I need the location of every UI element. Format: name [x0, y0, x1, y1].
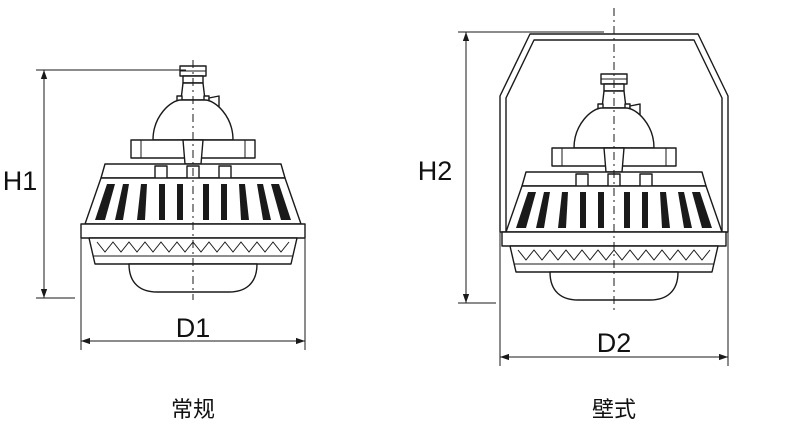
label-d2: D2: [597, 328, 632, 358]
label-d1: D1: [176, 313, 211, 343]
width-dimension-wall: D2: [499, 232, 729, 366]
width-dimension-regular: D1: [80, 230, 306, 350]
figure-wall: H2 D2 壁式: [418, 8, 729, 422]
caption-wall: 壁式: [592, 397, 636, 422]
label-h1: H1: [3, 166, 38, 196]
height-dimension-wall: H2: [418, 31, 604, 304]
caption-regular: 常规: [171, 397, 215, 422]
height-dimension-regular: H1: [3, 69, 186, 299]
figure-regular: H1 D1 常规: [3, 60, 306, 422]
label-h2: H2: [418, 156, 453, 186]
